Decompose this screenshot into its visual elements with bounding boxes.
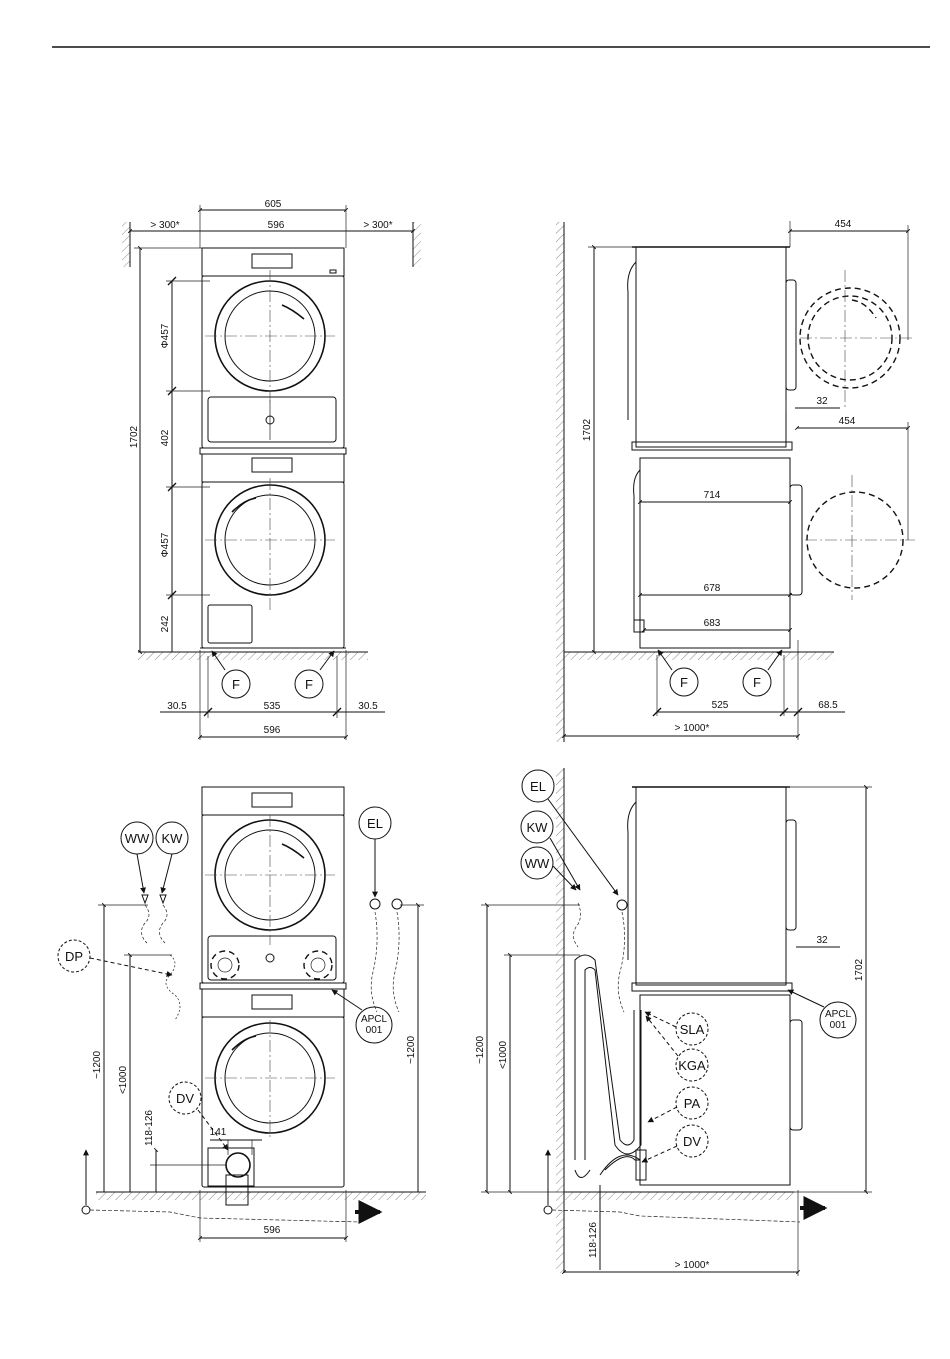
label-apcl-side-1: APCL bbox=[825, 1009, 852, 1020]
dim-clearance-right: > 300* bbox=[363, 220, 392, 231]
label-apcl-side-2: 001 bbox=[830, 1020, 847, 1031]
dim-242: 242 bbox=[160, 615, 171, 632]
dim-1200-left: ~1200 bbox=[92, 1051, 103, 1080]
label-dv-front: DV bbox=[176, 1091, 194, 1106]
side-view: 454 32 454 1702 714 678 683 F F 525 bbox=[556, 219, 915, 742]
dim-68-5: 68.5 bbox=[818, 700, 838, 711]
label-ww-front: WW bbox=[125, 831, 150, 846]
connections-front-view: 141 WW KW EL DP APCL 001 DV bbox=[58, 787, 426, 1242]
dim-door-top: Φ457 bbox=[160, 323, 171, 348]
foot-label-left-front: F bbox=[232, 677, 240, 692]
dim-1702-front: 1702 bbox=[129, 425, 140, 448]
dim-596-top: 596 bbox=[268, 220, 285, 231]
dim-596-connections: 596 bbox=[264, 1225, 281, 1236]
label-kw-front: KW bbox=[162, 831, 184, 846]
dim-30-5-left: 30.5 bbox=[167, 701, 187, 712]
dim-wall-clearance-bottom: > 1000* bbox=[675, 1260, 710, 1271]
dim-1702-connections: 1702 bbox=[854, 958, 865, 981]
dim-1000-side: <1000 bbox=[498, 1041, 509, 1070]
foot-label-left-side: F bbox=[680, 675, 688, 690]
label-el-front: EL bbox=[367, 816, 383, 831]
foot-label-right-side: F bbox=[753, 675, 761, 690]
dim-118-side: 118-126 bbox=[588, 1222, 599, 1258]
dim-1702-side: 1702 bbox=[582, 418, 593, 441]
label-ww-side: WW bbox=[525, 856, 550, 871]
label-dv-side: DV bbox=[683, 1134, 701, 1149]
dim-1200-right: ~1200 bbox=[406, 1036, 417, 1065]
dim-678: 678 bbox=[704, 583, 721, 594]
dim-30-5-right: 30.5 bbox=[358, 701, 378, 712]
dim-454-bottom: 454 bbox=[839, 416, 856, 427]
label-pa: PA bbox=[684, 1096, 701, 1111]
label-apcl-front-1: APCL bbox=[361, 1014, 388, 1025]
dim-454-top: 454 bbox=[835, 219, 852, 230]
dim-1000-front: <1000 bbox=[118, 1066, 129, 1095]
dim-535: 535 bbox=[264, 701, 281, 712]
dim-525: 525 bbox=[712, 700, 729, 711]
connections-side-view: EL KW WW SLA KGA PA DV APCL 001 32 bbox=[475, 768, 872, 1276]
dim-wall-clearance-top: > 1000* bbox=[675, 723, 710, 734]
front-view: 605 > 300* 596 > 300* bbox=[122, 199, 421, 740]
dim-clearance-left: > 300* bbox=[150, 220, 179, 231]
dim-683: 683 bbox=[704, 618, 721, 629]
dim-596-bottom: 596 bbox=[264, 725, 281, 736]
label-sla: SLA bbox=[680, 1022, 705, 1037]
dim-714: 714 bbox=[704, 490, 721, 501]
dim-32-side: 32 bbox=[816, 935, 828, 946]
label-dp-front: DP bbox=[65, 949, 83, 964]
label-kga: KGA bbox=[678, 1058, 706, 1073]
foot-label-right-front: F bbox=[305, 677, 313, 692]
label-apcl-front-2: 001 bbox=[366, 1025, 383, 1036]
dim-door-bottom: Φ457 bbox=[160, 532, 171, 557]
dim-402: 402 bbox=[160, 429, 171, 446]
dim-605: 605 bbox=[265, 199, 282, 210]
label-el-side: EL bbox=[530, 779, 546, 794]
dim-1200-side: ~1200 bbox=[475, 1036, 486, 1065]
dim-118-front: 118-126 bbox=[144, 1110, 155, 1146]
label-kw-side: KW bbox=[527, 820, 549, 835]
dim-32-top: 32 bbox=[816, 396, 828, 407]
